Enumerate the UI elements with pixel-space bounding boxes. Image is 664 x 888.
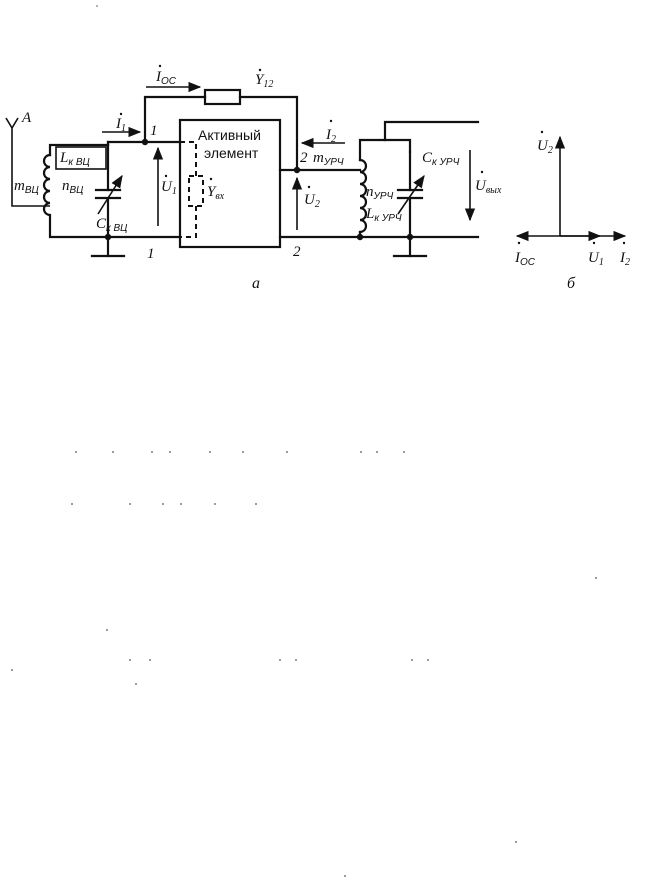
circuit-diagram-a: A 1 1 I1 U1 — [5, 64, 502, 292]
phasor-diagram-b: U2 IОС U1 I2 б — [514, 130, 630, 292]
I-oc-label: IОС — [155, 69, 177, 87]
L-vc-outline — [55, 146, 107, 170]
n-vc-label: nВЦ — [62, 178, 83, 196]
L-vc-label: Lк ВЦ — [59, 150, 90, 168]
feedback-path — [143, 95, 299, 172]
phasor-I-oc-label: IОС — [514, 250, 536, 268]
antenna-label: A — [21, 110, 32, 126]
I2-label: I2 — [325, 127, 336, 145]
phasor-U2-label: U2 — [537, 138, 553, 156]
C-vc-label: Cк ВЦ — [96, 216, 127, 234]
input-ground — [90, 233, 126, 258]
antenna-symbol — [5, 117, 50, 207]
input-coupling-coil — [42, 153, 52, 217]
active-element-title-2: элемент — [204, 145, 259, 161]
output-node-junction — [356, 233, 364, 241]
U1-label: U1 — [161, 179, 177, 197]
I1-label: I1 — [115, 116, 126, 134]
node-1-bottom-label: 1 — [147, 246, 155, 262]
U-out-label: Uвых — [475, 178, 502, 196]
node-2-dot — [293, 166, 301, 174]
C-urch-label: Cк УРЧ — [422, 150, 460, 168]
m-vc-label: mВЦ — [14, 178, 39, 196]
L-urch-label: Lк УРЧ — [365, 206, 402, 224]
U2-label: U2 — [304, 192, 320, 210]
input-admittance-dashed — [180, 141, 204, 238]
active-element-box — [178, 118, 282, 249]
active-element-title-1: Активный — [198, 127, 261, 143]
output-tuning-capacitor — [396, 150, 425, 239]
scan-specks — [11, 5, 597, 877]
phasor-I2-label: I2 — [619, 250, 630, 268]
Y-in-label: Yвх — [207, 184, 225, 202]
n-urch-label: nУРЧ — [366, 184, 394, 202]
output-coil — [358, 120, 480, 239]
input-tuning-capacitor — [94, 174, 123, 215]
node-1-label: 1 — [150, 123, 158, 139]
m-urch-label: mУРЧ — [313, 150, 344, 168]
node-2-bottom-label: 2 — [293, 244, 301, 260]
figure-a-caption: а — [252, 275, 260, 292]
input-coil-top-wire — [48, 143, 110, 157]
phasor-U1-label: U1 — [588, 250, 604, 268]
output-ground — [392, 233, 428, 258]
Y12-label: Y12 — [255, 72, 273, 90]
node-2-label: 2 — [300, 150, 308, 166]
input-left-vertical — [48, 215, 182, 239]
Y12-resistor — [203, 88, 242, 106]
figure-b-caption: б — [567, 275, 576, 292]
